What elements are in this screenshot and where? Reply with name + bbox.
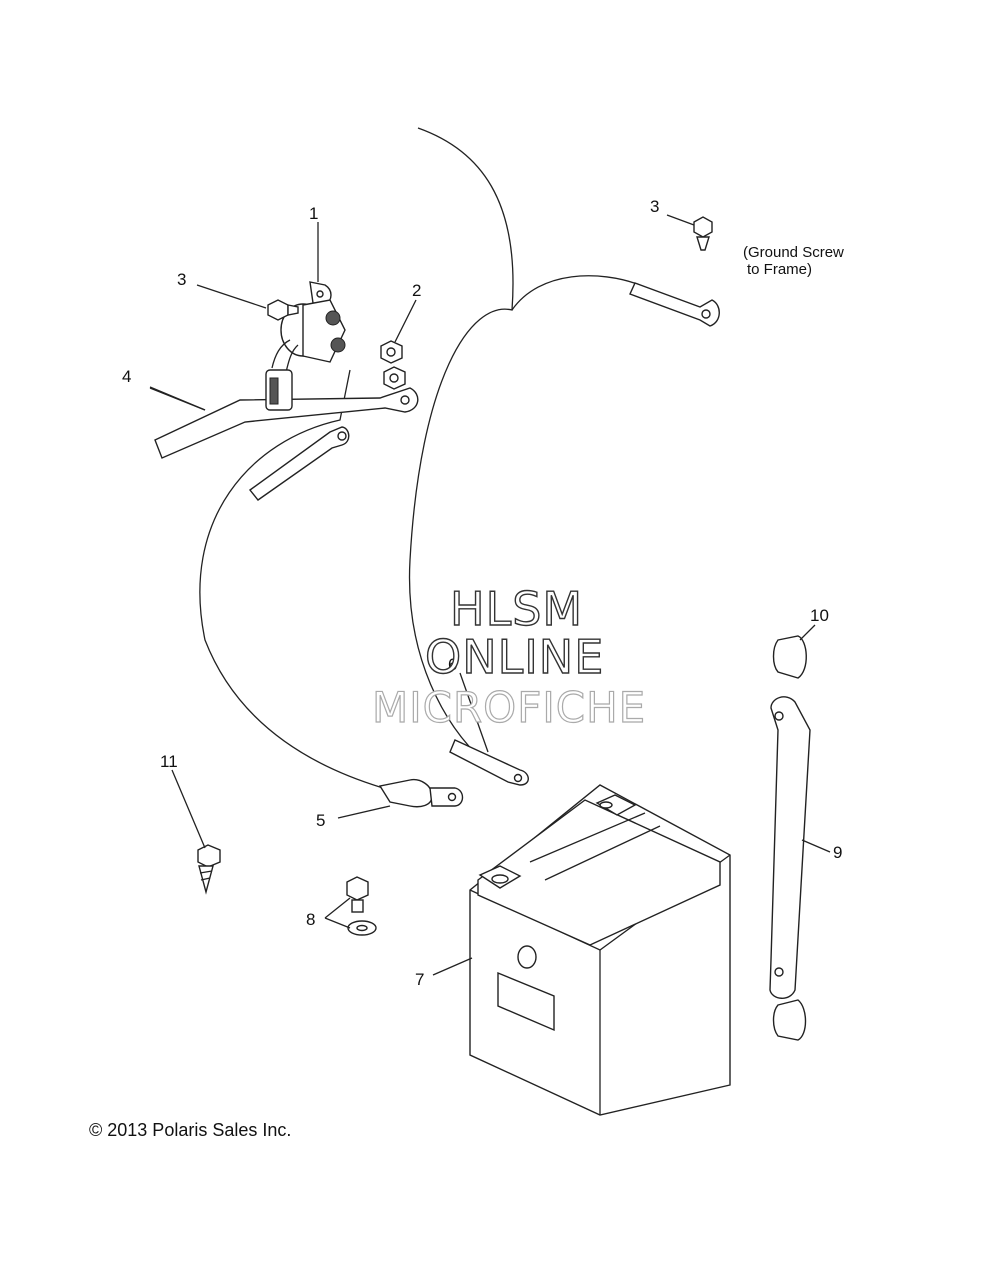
callout-8: 8 <box>306 910 315 929</box>
screw-3-left <box>267 299 299 321</box>
callout-6: 6 <box>448 655 457 674</box>
battery-strap <box>769 696 811 999</box>
cable-6 <box>408 127 720 786</box>
screw-11 <box>197 844 221 895</box>
callout-1: 1 <box>309 204 318 223</box>
callout-4: 4 <box>122 367 131 386</box>
callout-10: 10 <box>810 606 829 625</box>
clip-10-bottom <box>772 999 807 1041</box>
callout-2: 2 <box>412 281 421 300</box>
leader-lines <box>149 214 831 976</box>
watermark-line2: ONLINE <box>425 630 604 684</box>
ground-screw-note-line2: to Frame) <box>747 261 812 278</box>
watermark-line1: HLSM <box>450 582 583 636</box>
callout-7: 7 <box>415 970 424 989</box>
callout-11: 11 <box>160 752 178 771</box>
bolt-washer-8 <box>346 876 377 936</box>
callout-9: 9 <box>833 843 842 862</box>
solenoid <box>265 281 346 411</box>
ground-screw-note-line1: (Ground Screw <box>743 244 844 261</box>
cable-5 <box>199 369 464 808</box>
callout-3-left: 3 <box>177 270 186 289</box>
nuts-2 <box>380 340 406 390</box>
clip-10-top <box>772 635 807 679</box>
callout-3-right: 3 <box>650 197 659 216</box>
screw-3-right <box>693 216 713 251</box>
battery <box>469 784 731 1116</box>
watermark-line3: MICROFICHE <box>372 683 646 732</box>
copyright-text: © 2013 Polaris Sales Inc. <box>89 1120 291 1140</box>
callout-5: 5 <box>316 811 325 830</box>
